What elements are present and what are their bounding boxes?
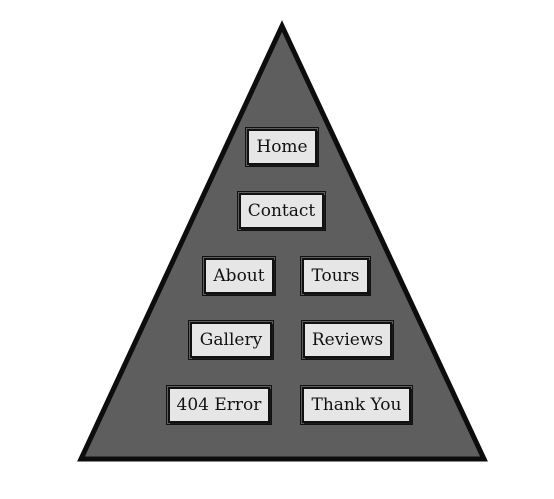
page-node-label: 404 Error [176, 395, 262, 415]
page-node-label: Contact [247, 201, 316, 221]
page-node-label: Tours [311, 266, 360, 286]
page-node-about[interactable]: About [202, 256, 276, 296]
page-node-gallery[interactable]: Gallery [188, 320, 274, 360]
page-node-home[interactable]: Home [245, 127, 319, 167]
page-node-thank-you[interactable]: Thank You [300, 385, 413, 425]
pyramid-triangle [77, 20, 488, 462]
page-node-404-error[interactable]: 404 Error [166, 385, 272, 425]
page-node-contact[interactable]: Contact [237, 191, 326, 231]
page-node-label: Home [256, 137, 308, 157]
page-node-tours[interactable]: Tours [300, 256, 371, 296]
page-node-reviews[interactable]: Reviews [301, 320, 394, 360]
page-node-label: Reviews [311, 330, 384, 350]
page-node-label: Thank You [311, 395, 402, 415]
page-node-label: About [213, 266, 265, 286]
page-node-label: Gallery [199, 330, 263, 350]
